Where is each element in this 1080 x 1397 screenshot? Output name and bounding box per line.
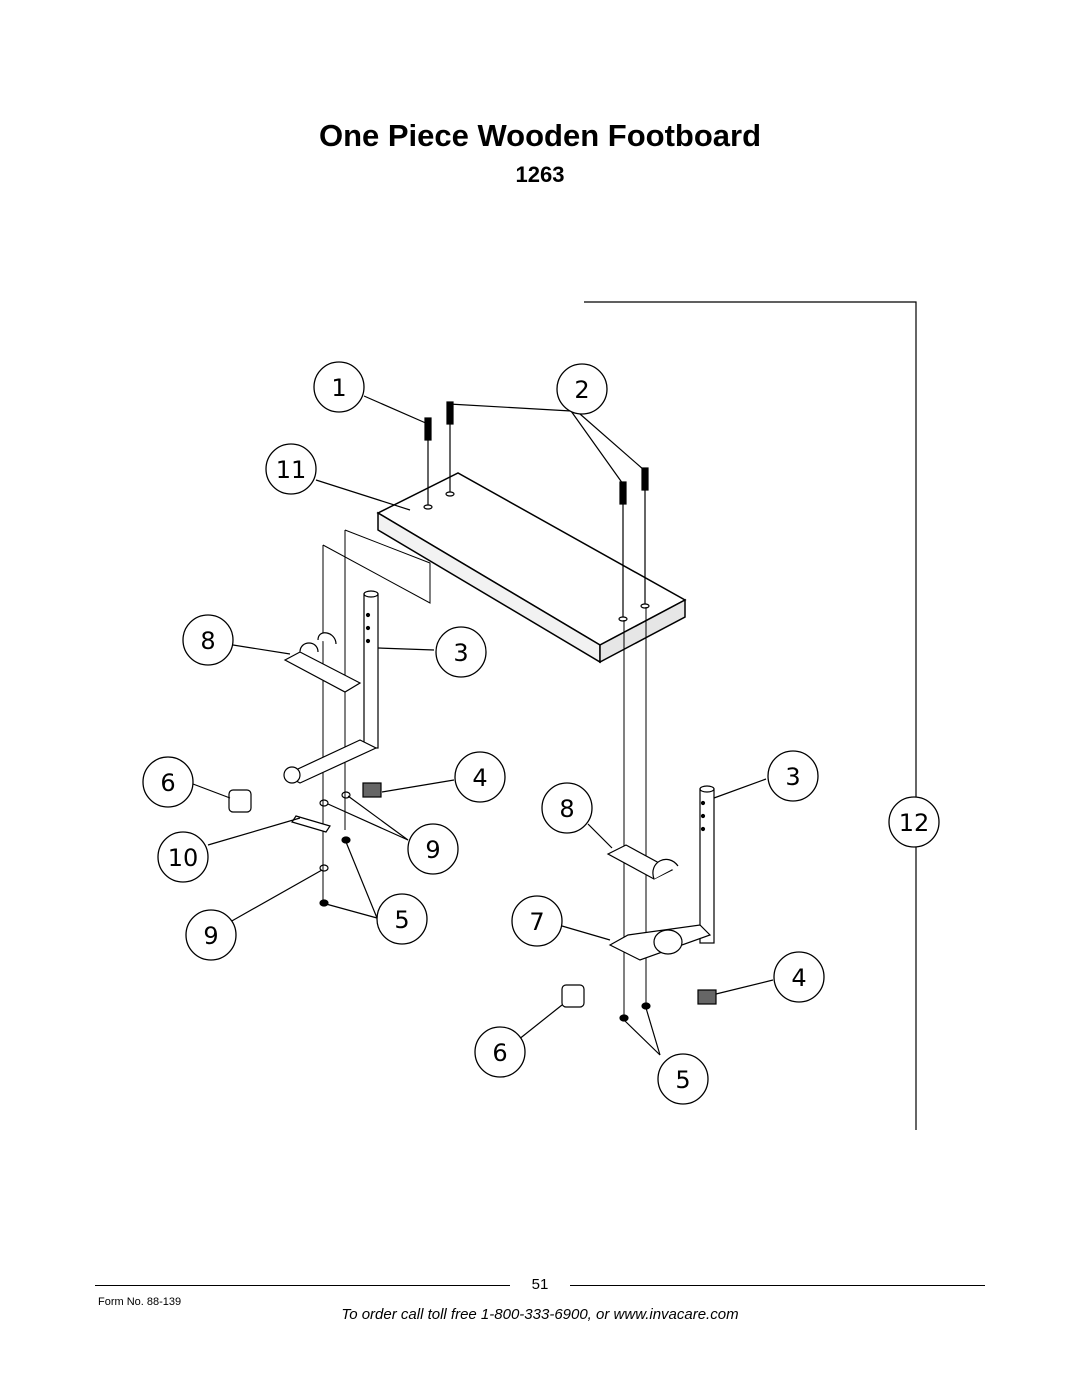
- callout-3-right: 3: [785, 763, 800, 791]
- callout-9-right: 9: [425, 836, 440, 864]
- callout-1: 1: [331, 374, 346, 402]
- footer-rule-left: [95, 1285, 510, 1286]
- callout-10: 10: [168, 844, 199, 872]
- page-title: One Piece Wooden Footboard: [318, 118, 762, 153]
- callout-3-left: 3: [453, 639, 468, 667]
- callout-7: 7: [529, 908, 544, 936]
- callout-4-left: 4: [472, 764, 487, 792]
- footer-rule-right: [570, 1285, 985, 1286]
- callout-2: 2: [574, 376, 589, 404]
- callout-5-right: 5: [675, 1066, 690, 1094]
- order-info: To order call toll free 1-800-333-6900, …: [341, 1306, 739, 1323]
- callout-12: 12: [899, 809, 930, 837]
- callout-5-left: 5: [394, 906, 409, 934]
- page-number: 51: [531, 1276, 549, 1293]
- callout-6-right: 6: [492, 1039, 507, 1067]
- callout-9-left: 9: [203, 922, 218, 950]
- callout-11: 11: [276, 456, 307, 484]
- callout-8-right: 8: [559, 795, 574, 823]
- model-number: 1263: [515, 162, 565, 187]
- form-number: Form No. 88-139: [98, 1296, 182, 1308]
- callout-6-left: 6: [160, 769, 175, 797]
- callout-8-left: 8: [200, 627, 215, 655]
- callout-4-right: 4: [791, 964, 806, 992]
